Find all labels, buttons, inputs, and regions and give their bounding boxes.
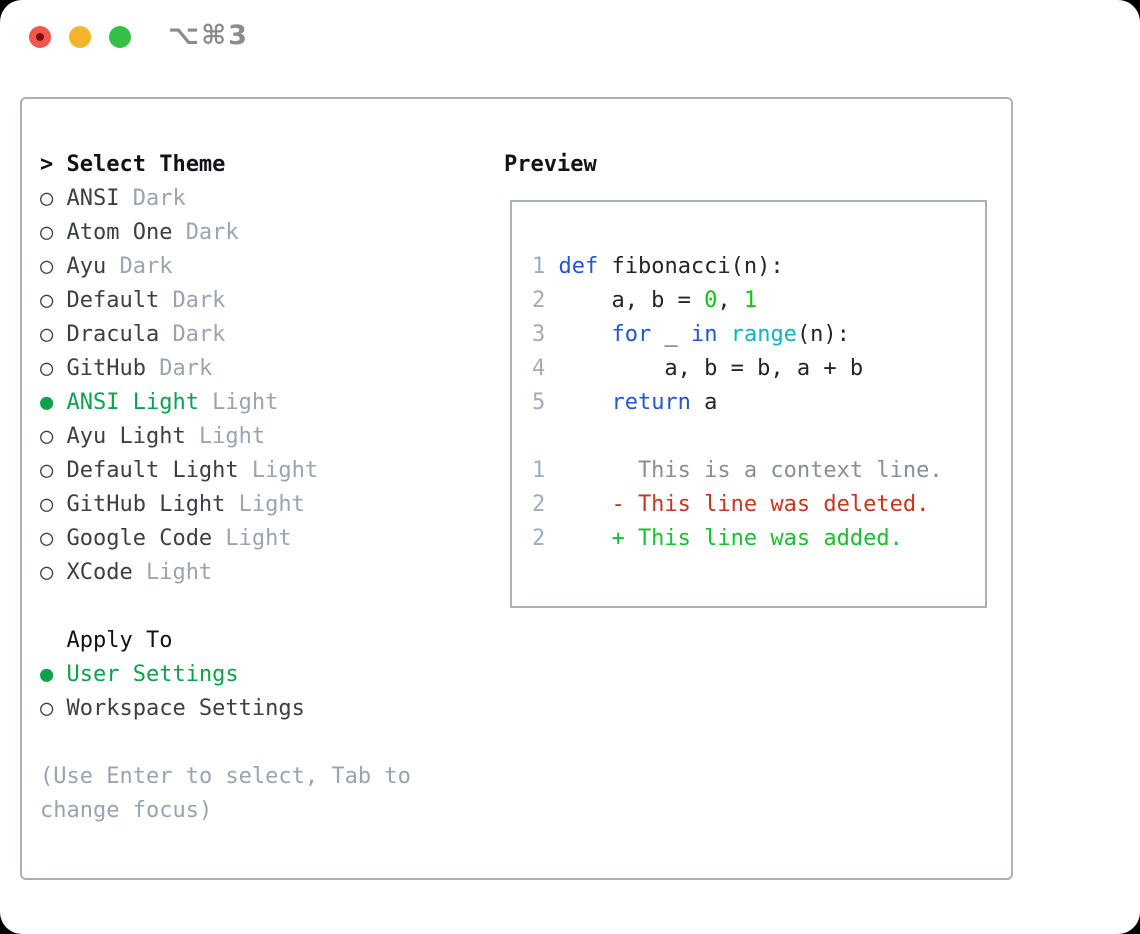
select-theme-header: > Select Theme	[40, 148, 474, 182]
theme-variant-tag: Dark	[132, 186, 186, 211]
radio-icon: ○	[40, 424, 54, 449]
theme-variant-tag: Dark	[119, 254, 173, 279]
radio-icon: ○	[40, 696, 54, 721]
theme-option[interactable]: ○ Dracula Dark	[40, 318, 474, 352]
theme-variant-tag: Dark	[185, 220, 239, 245]
apply-to-section: Apply To ● User Settings ○ Workspace Setti…	[40, 624, 474, 726]
code-line: 1 This is a context line.	[532, 454, 985, 488]
theme-option[interactable]: ○ Ayu Light Light	[40, 420, 474, 454]
code-line	[532, 420, 985, 454]
theme-option[interactable]: ○ Ayu Dark	[40, 250, 474, 284]
theme-variant-tag: Light	[251, 458, 319, 483]
code-text: + This line was added.	[558, 526, 903, 551]
radio-icon: ○	[40, 186, 54, 211]
keyboard-hint-text: (Use Enter to select, Tab to change focu…	[40, 764, 411, 823]
theme-name: Ayu	[66, 254, 107, 279]
code-text: a, b = b, a + b	[558, 356, 864, 381]
theme-name: ANSI	[66, 186, 120, 211]
select-theme-header-label: Select Theme	[66, 152, 226, 177]
minimize-button-icon[interactable]	[69, 26, 91, 48]
theme-name: Default	[66, 288, 160, 313]
apply-to-options-list: ● User Settings ○ Workspace Settings	[40, 658, 474, 726]
radio-icon: ○	[40, 560, 54, 585]
theme-name: ANSI Light	[66, 390, 199, 415]
radio-icon: ○	[40, 288, 54, 313]
code-line: 1 def fibonacci(n):	[532, 250, 985, 284]
line-number: 2	[532, 288, 546, 313]
apply-to-header: Apply To	[66, 628, 173, 653]
radio-icon: ○	[40, 356, 54, 381]
code-line: 3 for _ in range(n):	[532, 318, 985, 352]
code-line: 2 - This line was deleted.	[532, 488, 985, 522]
theme-variant-tag: Light	[238, 492, 305, 517]
preview-header: Preview	[504, 152, 597, 177]
theme-name: Default Light	[66, 458, 239, 483]
window-shortcut-label: ⌥⌘3	[168, 20, 249, 51]
radio-icon: ○	[40, 254, 54, 279]
theme-name: Atom One	[66, 220, 173, 245]
radio-icon: ○	[40, 492, 54, 517]
radio-icon: ○	[40, 220, 54, 245]
code-text: return a	[611, 390, 718, 415]
radio-icon: ○	[40, 458, 54, 483]
code-text: This is a context line.	[558, 458, 943, 483]
line-number: 1	[532, 458, 546, 483]
preview-code-box: 1 def fibonacci(n): 2 a, b = 0, 1 3 for _…	[510, 200, 987, 608]
theme-option[interactable]: ○ XCode Light	[40, 556, 474, 590]
radio-icon: ●	[40, 390, 54, 415]
theme-variant-tag: Dark	[159, 356, 213, 381]
theme-name: GitHub	[66, 356, 146, 381]
close-button-icon[interactable]	[29, 26, 51, 48]
code-text: a, b = 0, 1	[558, 288, 758, 313]
theme-variant-tag: Dark	[172, 288, 226, 313]
code-text: def fibonacci(n):	[558, 254, 784, 279]
code-line: 2 + This line was added.	[532, 522, 985, 556]
line-number: 2	[532, 492, 546, 517]
theme-option[interactable]: ○ Atom One Dark	[40, 216, 474, 250]
theme-variant-tag: Light	[225, 526, 292, 551]
zoom-button-icon[interactable]	[109, 26, 131, 48]
apply-to-option-label: Workspace Settings	[66, 696, 305, 721]
code-line: 2 a, b = 0, 1	[532, 284, 985, 318]
code-line: 4 a, b = b, a + b	[532, 352, 985, 386]
radio-icon: ●	[40, 662, 54, 687]
radio-icon: ○	[40, 322, 54, 347]
focus-cursor-icon: >	[40, 152, 54, 177]
theme-name: Dracula	[66, 322, 160, 347]
code-text: for _ in range(n):	[611, 322, 850, 347]
theme-option[interactable]: ○ ANSI Dark	[40, 182, 474, 216]
theme-option[interactable]: ○ GitHub Light Light	[40, 488, 474, 522]
theme-variant-tag: Light	[212, 390, 279, 415]
radio-icon: ○	[40, 526, 54, 551]
theme-option[interactable]: ● ANSI Light Light	[40, 386, 474, 420]
code-lines: 1 def fibonacci(n): 2 a, b = 0, 1 3 for _…	[532, 250, 985, 556]
code-text: - This line was deleted.	[558, 492, 930, 517]
theme-option[interactable]: ○ GitHub Dark	[40, 352, 474, 386]
line-number: 2	[532, 526, 546, 551]
apply-to-option[interactable]: ● User Settings	[40, 658, 474, 692]
theme-name: Ayu Light	[66, 424, 186, 449]
theme-option[interactable]: ○ Google Code Light	[40, 522, 474, 556]
line-number: 4	[532, 356, 546, 381]
theme-option[interactable]: ○ Default Dark	[40, 284, 474, 318]
theme-variant-tag: Light	[145, 560, 213, 585]
theme-variant-tag: Light	[198, 424, 266, 449]
apply-to-option[interactable]: ○ Workspace Settings	[40, 692, 474, 726]
theme-variant-tag: Dark	[172, 322, 226, 347]
theme-name: XCode	[66, 560, 133, 585]
theme-name: Google Code	[66, 526, 213, 551]
line-number: 3	[532, 322, 546, 347]
code-text	[558, 424, 571, 449]
line-number: 5	[532, 390, 546, 415]
apply-to-option-label: User Settings	[66, 662, 239, 687]
code-line: 5 return a	[532, 386, 985, 420]
line-number: 1	[532, 254, 546, 279]
theme-name: GitHub Light	[66, 492, 226, 517]
theme-option[interactable]: ○ Default Light Light	[40, 454, 474, 488]
